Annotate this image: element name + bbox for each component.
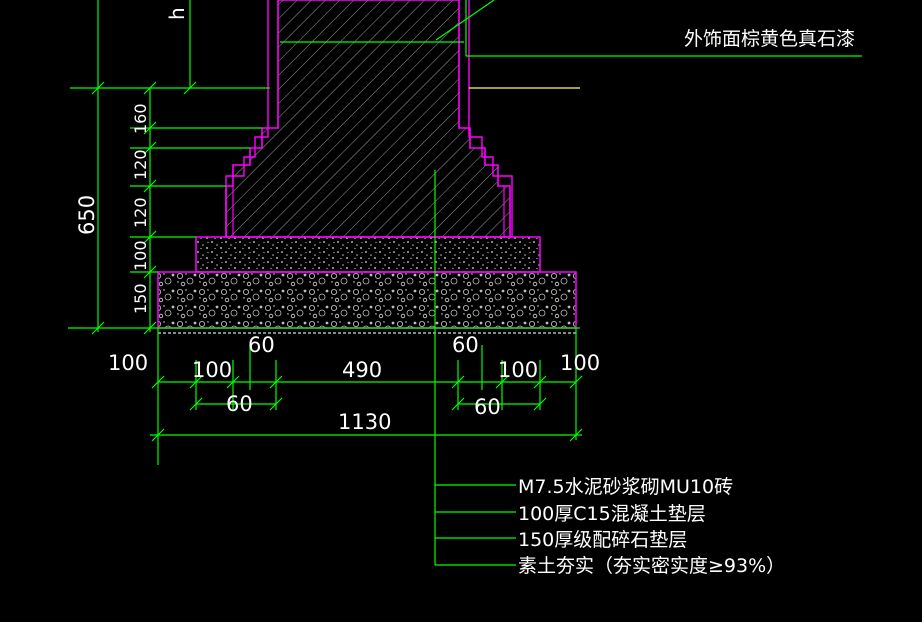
width-right-100-mid: 100	[498, 358, 538, 382]
step-height-120b: 120	[131, 197, 150, 228]
vertical-dimension-lines	[91, 0, 262, 335]
height-dimension	[70, 0, 862, 95]
callout-finish: 外饰面棕黄色真石漆	[684, 28, 855, 50]
step-height-150: 150	[131, 283, 150, 314]
width-right-100: 100	[560, 351, 600, 375]
width-total-1130: 1130	[338, 410, 391, 434]
width-left-100: 100	[108, 351, 148, 375]
concrete-layer	[195, 236, 541, 273]
width-right-60-bottom: 60	[474, 395, 501, 419]
horizontal-dimension-lines	[150, 328, 583, 465]
width-left-100-mid: 100	[192, 358, 232, 382]
step-height-160: 160	[131, 103, 150, 134]
brick-foundation	[225, 0, 513, 238]
step-height-120a: 120	[131, 149, 150, 180]
height-symbol: h	[165, 7, 189, 20]
width-left-60-bottom: 60	[226, 392, 253, 416]
layer-label-gravel: 150厚级配碎石垫层	[518, 529, 687, 551]
layer-leader	[434, 170, 516, 566]
gravel-layer	[157, 271, 577, 329]
width-right-60-top: 60	[452, 333, 479, 357]
width-center-490: 490	[342, 358, 382, 382]
width-left-60-top: 60	[248, 333, 275, 357]
layer-label-concrete: 100厚C15混凝土垫层	[518, 503, 706, 525]
layer-label-brick: M7.5水泥砂浆砌MU10砖	[518, 476, 733, 498]
total-depth-label: 650	[75, 195, 99, 235]
step-height-100: 100	[131, 240, 150, 271]
layer-label-soil: 素土夯实（夯实密实度≥93%）	[518, 555, 785, 577]
